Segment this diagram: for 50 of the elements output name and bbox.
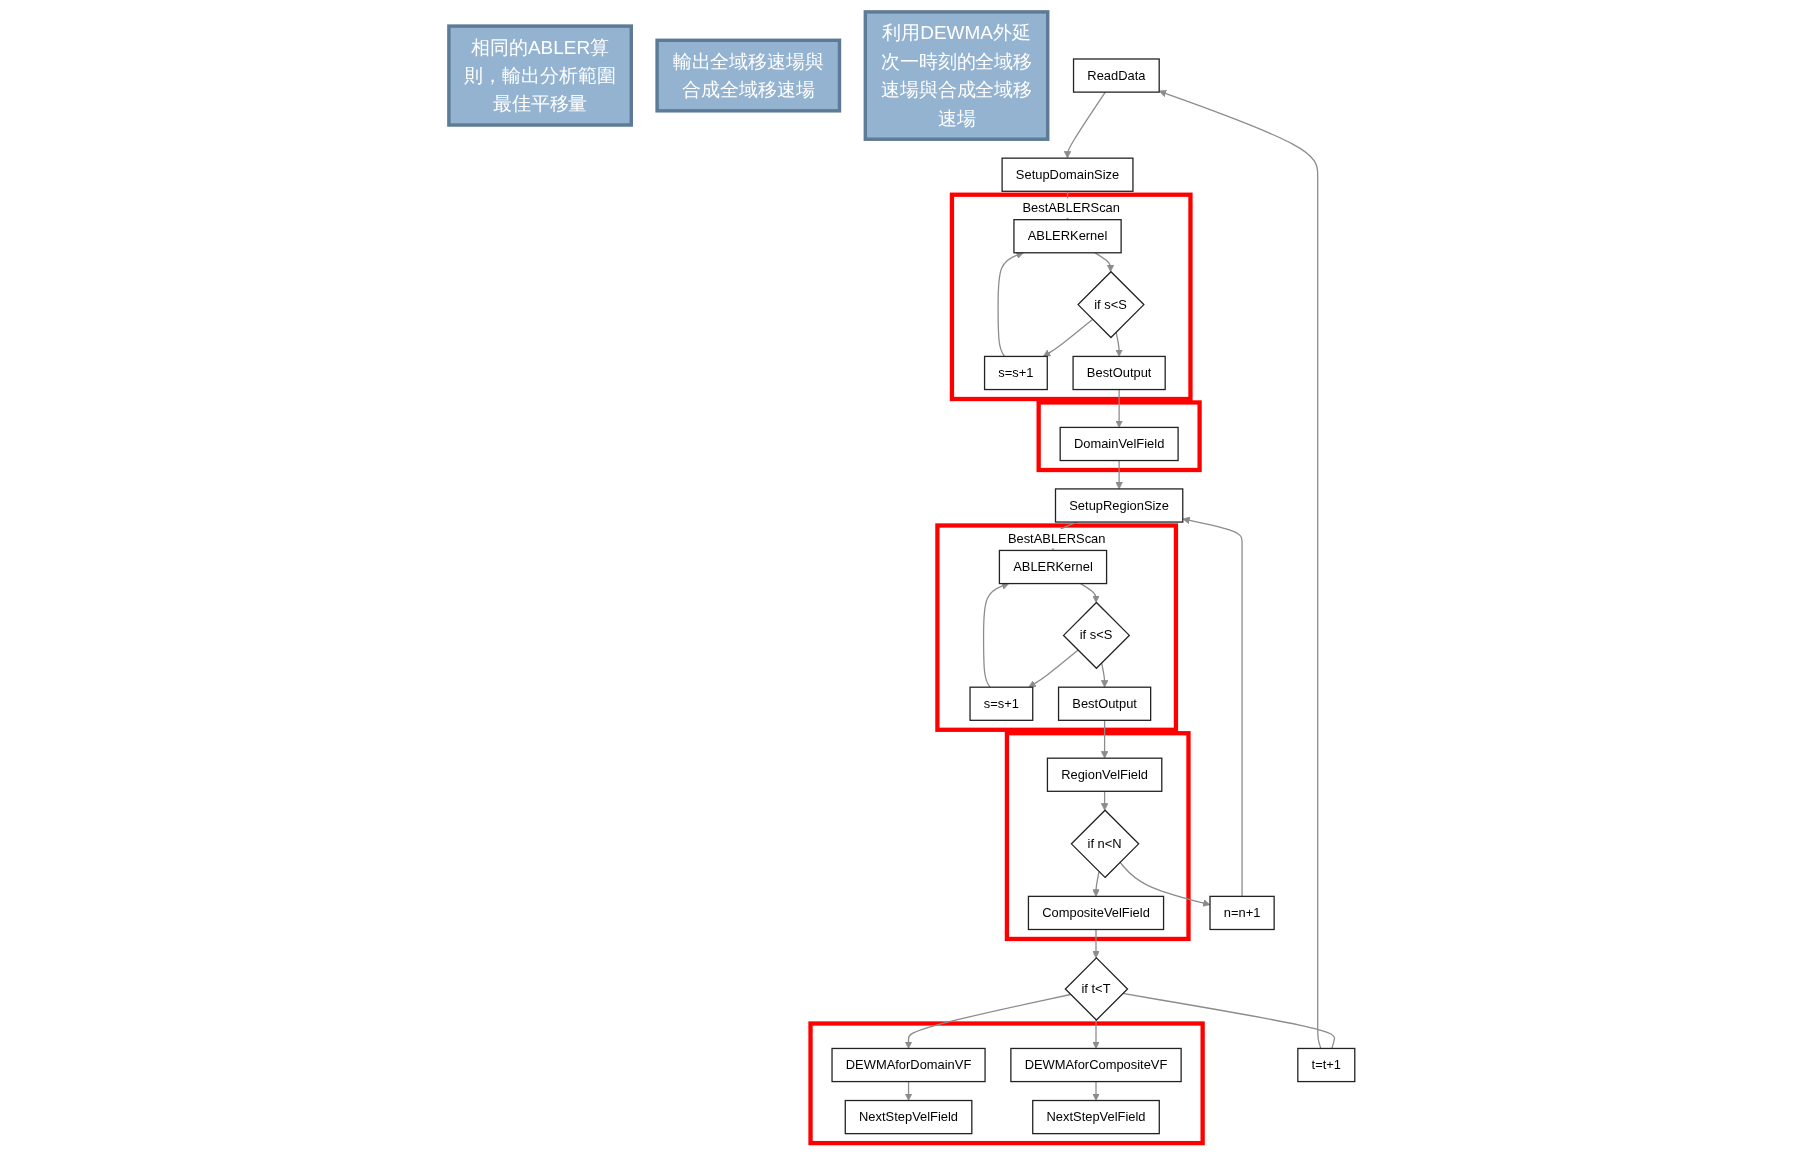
arrow [1100, 662, 1109, 688]
node-box: s=s+1 [983, 355, 1048, 391]
node-box: BestOutput [1057, 686, 1151, 721]
arrow [1091, 1080, 1100, 1101]
arrow [1063, 91, 1106, 159]
node-box: n=n+1 [1209, 895, 1275, 931]
node-box: ABLERKernel [998, 549, 1107, 585]
arrow [982, 582, 1009, 688]
node-box: 輸出全域移速場與合成全域移速場 [655, 38, 841, 113]
arrow [1118, 861, 1210, 907]
node-diamond: if s<S [1062, 601, 1130, 670]
node-box: s=s+1 [969, 686, 1034, 721]
node-box: 利用DEWMA外延次一時刻的全域移速場與合成全域移速場 [863, 10, 1050, 141]
node-box: CompositeVelField [1027, 895, 1164, 931]
node-box: 相同的ABLER算則，輸出分析範圍最佳平移量 [446, 24, 633, 127]
arrow [1028, 649, 1079, 688]
arrow [1100, 790, 1109, 811]
cluster [1036, 400, 1202, 473]
arrow [1115, 459, 1123, 490]
arrow [1091, 871, 1100, 897]
arrow [1091, 928, 1100, 959]
arrow [904, 993, 1071, 1049]
node-box: BestOutput [1072, 355, 1166, 391]
arrow [1158, 89, 1322, 1050]
node-box: NextStepVelField [844, 1099, 973, 1135]
arrow [1079, 582, 1100, 603]
arrow [1115, 388, 1123, 428]
arrow [1093, 252, 1114, 273]
arrow [1100, 719, 1109, 759]
arrow [904, 1080, 912, 1101]
connector [1121, 992, 1335, 1050]
node-diamond: if t<T [1064, 956, 1129, 1021]
arrow [1115, 331, 1123, 357]
node-box: t=t+1 [1296, 1047, 1356, 1083]
arrow [1091, 1019, 1100, 1049]
node-box: ReadData [1072, 58, 1160, 93]
arrow [997, 251, 1024, 358]
node-box: NextStepVelField [1031, 1099, 1160, 1135]
node-box: ABLERKernel [1012, 219, 1122, 254]
arrow [1182, 516, 1243, 897]
cluster [1004, 731, 1191, 942]
node-box: SetupRegionSize [1054, 488, 1184, 523]
node-diamond: if s<S [1076, 270, 1145, 339]
arrow [1042, 318, 1093, 357]
node-box: DEWMAforCompositeVF [1009, 1047, 1182, 1083]
node-box: SetupDomainSize [1001, 157, 1134, 192]
node-box: DEWMAforDomainVF [831, 1047, 986, 1083]
node-box: DomainVelField [1059, 426, 1179, 462]
node-diamond: if n<N [1070, 809, 1140, 879]
node-box: RegionVelField [1046, 757, 1163, 792]
